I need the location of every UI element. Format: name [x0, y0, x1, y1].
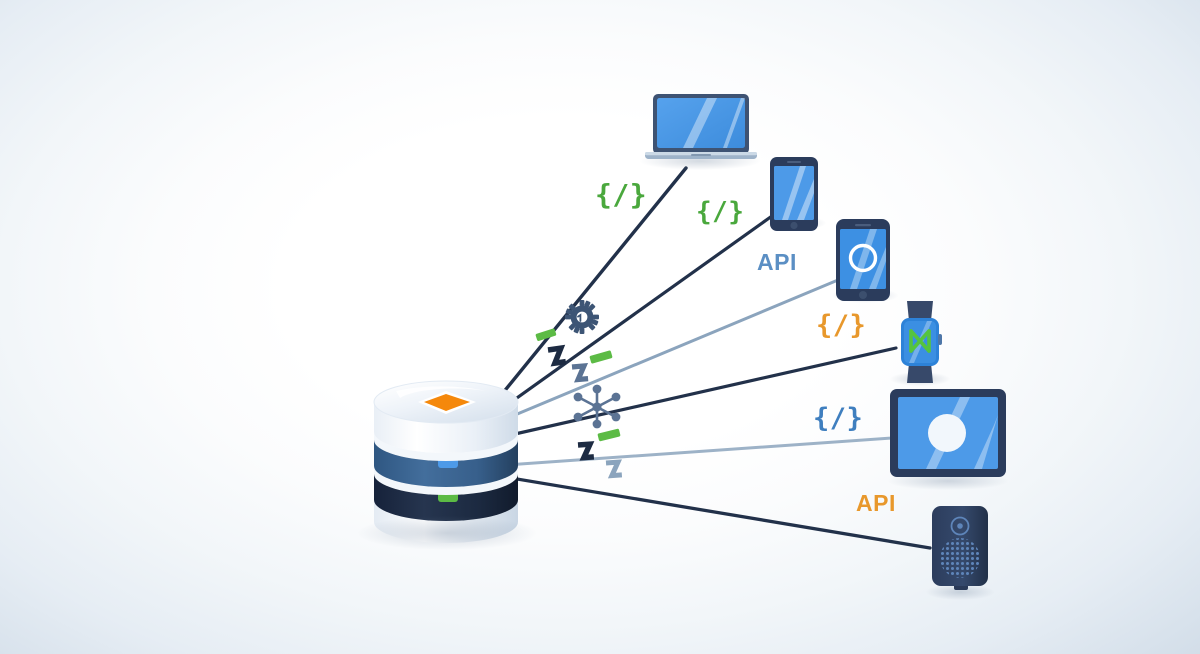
zigzag-icon	[571, 362, 589, 383]
smartphone-app[interactable]	[836, 219, 890, 301]
label-code-green-2: {/}	[696, 197, 745, 227]
laptop[interactable]	[645, 92, 757, 164]
smart-speaker-shadow	[926, 584, 994, 600]
tablet-circle-icon	[928, 414, 966, 452]
gear-icon	[565, 300, 599, 334]
zigzag-icon	[547, 344, 567, 367]
db-marker-orange	[424, 394, 470, 411]
line-to-smart-speaker	[503, 475, 932, 550]
smartphone[interactable]	[770, 157, 818, 231]
zigzag-icon	[605, 459, 623, 479]
line-to-smartphone	[498, 214, 774, 412]
speaker-grille-icon	[940, 538, 980, 578]
speaker-sensor-icon	[950, 516, 970, 536]
label-code-orange: {/}	[816, 310, 867, 341]
dash-icon	[535, 328, 557, 342]
line-to-laptop	[496, 166, 688, 401]
network-icon	[573, 384, 621, 429]
label-code-green-1: {/}	[595, 178, 648, 211]
smartwatch[interactable]	[893, 301, 947, 383]
line-to-tablet	[504, 436, 894, 467]
line-to-smartwatch	[504, 346, 898, 438]
smart-speaker[interactable]	[930, 506, 990, 592]
tablet[interactable]	[890, 389, 1006, 477]
app-circle-icon	[848, 243, 878, 273]
database-cylinder[interactable]	[366, 374, 526, 549]
line-to-smartphone-app	[501, 278, 840, 422]
zigzag-icon	[577, 441, 595, 461]
label-code-blue: {/}	[813, 403, 864, 434]
dash-icon	[597, 428, 621, 442]
decorative-glyph-cluster	[535, 300, 623, 479]
database-shadow	[358, 516, 536, 550]
label-api-blue: API	[757, 249, 797, 275]
watch-glyph-icon	[909, 329, 931, 353]
dash-icon	[589, 350, 613, 364]
label-api-orange: API	[856, 490, 896, 516]
